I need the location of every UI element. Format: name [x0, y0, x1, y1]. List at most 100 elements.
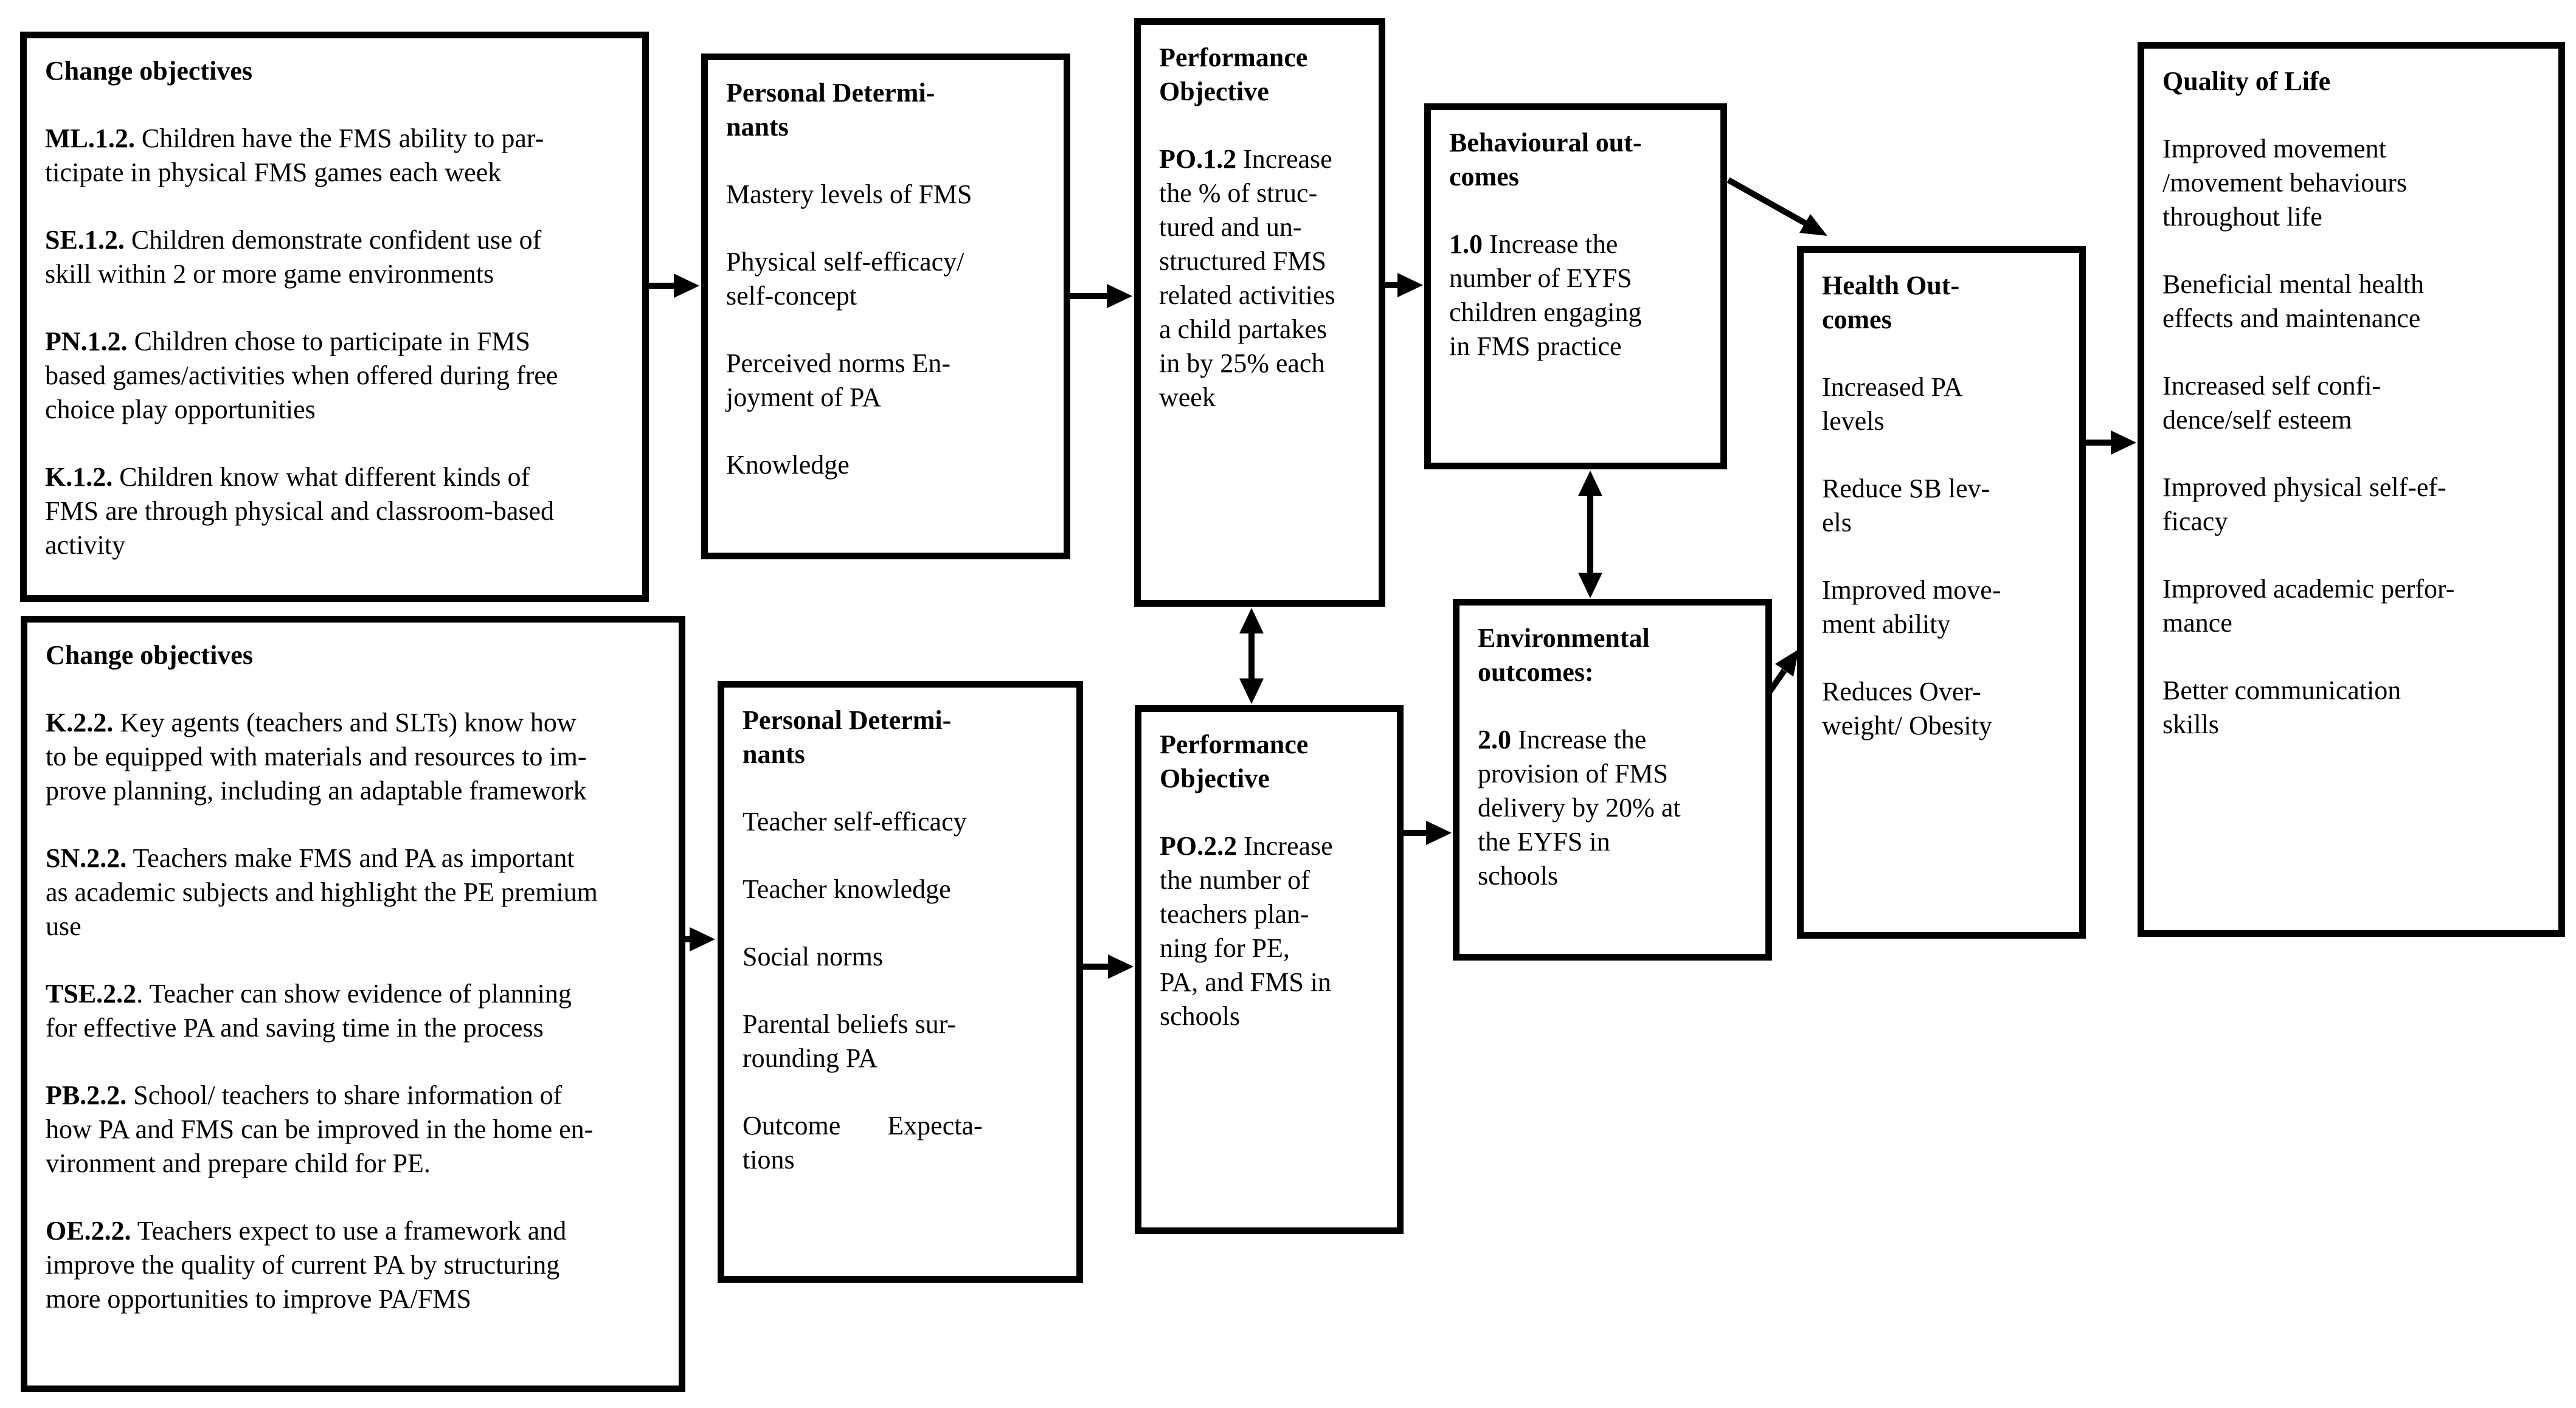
objective-text: School/ teachers to share information of…: [46, 1080, 594, 1178]
personal-determinants-teachers-box: Personal Determi- nants Teacher self-eff…: [718, 681, 1083, 1283]
objective-text: Increase the number of teachers plan- ni…: [1160, 831, 1333, 1031]
arrow-health-outcomes-to-quality-of-life: [2086, 430, 2136, 455]
behavioural-outcomes-box: Behavioural out- comes 1.0 Increase the …: [1424, 103, 1727, 469]
quality-of-life-item: Better communication skills: [2162, 675, 2401, 739]
box-title: Personal Determi- nants: [743, 705, 952, 769]
arrowhead-diagonal-icon: [1799, 214, 1827, 236]
health-outcome-item: Reduces Over- weight/ Obesity: [1822, 677, 1992, 740]
quality-of-life-item: Beneficial mental health effects and mai…: [2162, 269, 2425, 333]
outcome-body: 1.0 Increase the number of EYFS children…: [1449, 227, 1702, 364]
arrowhead-right-icon: [2111, 430, 2136, 455]
arrowhead-right-icon: [1107, 284, 1132, 308]
arrowhead-up-icon: [1239, 608, 1264, 633]
box-title: Performance Objective: [1160, 730, 1309, 793]
quality-of-life-box: Quality of Life Improved movement /movem…: [2138, 42, 2565, 937]
determinant-item: Social norms: [743, 942, 883, 971]
determinant-item: Perceived norms En- joyment of PA: [726, 348, 950, 412]
quality-of-life-item: Improved movement /movement behaviours t…: [2162, 134, 2408, 232]
objective-code: K.1.2.: [45, 462, 113, 492]
double-arrow-performance-objectives-1-2: [1239, 608, 1264, 704]
arrowhead-right-icon: [690, 927, 715, 951]
determinant-item: Physical self-efficacy/ self-concept: [726, 247, 964, 311]
objective-code: ML.1.2.: [45, 123, 135, 153]
objective-text: Children know what different kinds of FM…: [45, 462, 555, 560]
objective-code: PB.2.2.: [46, 1080, 127, 1110]
arrow-personal-determinants-2-to-performance-objective-2: [1083, 954, 1134, 979]
health-outcome-item: Reduce SB lev- els: [1822, 474, 1990, 537]
performance-objective-po12-box: Performance Objective PO.1.2 Increase th…: [1134, 18, 1385, 607]
objective-code: PN.1.2.: [45, 326, 128, 356]
objective-body: PO.2.2 Increase the number of teachers p…: [1160, 829, 1379, 1034]
outcome-body: 2.0 Increase the provision of FMS delive…: [1478, 723, 1747, 893]
quality-of-life-item: Improved academic perfor- mance: [2162, 574, 2455, 638]
outcome-code: 1.0: [1449, 229, 1483, 259]
objective-text: Key agents (teachers and SLTs) know how …: [46, 708, 587, 806]
box-title: Environmental outcomes:: [1478, 623, 1650, 687]
change-objectives-teachers-box: Change objectives K.2.2. Key agents (tea…: [21, 616, 685, 1392]
box-title: Change objectives: [46, 640, 253, 670]
arrowhead-right-icon: [1108, 954, 1134, 979]
objective-item: SN.2.2. Teachers make FMS and PA as impo…: [46, 841, 660, 944]
arrow-personal-determinants-1-to-performance-objective-1: [1070, 284, 1132, 308]
arrowhead-right-icon: [1397, 273, 1423, 297]
objective-text: Children chose to participate in FMS bas…: [45, 326, 558, 424]
determinant-item: Teacher knowledge: [743, 874, 951, 904]
objective-code: PO.2.2: [1160, 831, 1238, 861]
objective-code: PO.1.2: [1159, 144, 1237, 174]
quality-of-life-item: Improved physical self-ef- ficacy: [2162, 472, 2446, 536]
objective-text: Teachers make FMS and PA as important as…: [46, 843, 598, 941]
arrow-behavioural-outcomes-to-health-outcomes: [1726, 177, 1827, 236]
personal-determinants-children-box: Personal Determi- nants Mastery levels o…: [701, 53, 1070, 559]
objective-code: OE.2.2.: [46, 1216, 131, 1246]
objective-text: Children have the FMS ability to par- ti…: [45, 123, 544, 187]
performance-objective-po22-box: Performance Objective PO.2.2 Increase th…: [1135, 705, 1404, 1234]
determinant-item: Knowledge: [726, 450, 850, 480]
objective-code: K.2.2.: [46, 708, 114, 737]
arrowhead-right-icon: [674, 274, 699, 298]
objective-text: . Teacher can show evidence of planning …: [46, 979, 572, 1043]
arrow-change-objectives-1-to-personal-determinants-1: [649, 274, 699, 298]
box-title: Health Out- comes: [1822, 271, 1960, 334]
environmental-outcomes-box: Environmental outcomes: 2.0 Increase the…: [1453, 599, 1772, 961]
change-objectives-children-box: Change objectives ML.1.2. Children have …: [20, 32, 649, 602]
arrowhead-diagonal-icon: [1775, 649, 1799, 677]
objective-text: Increase the % of struc- tured and un- s…: [1159, 144, 1335, 412]
outcome-text: Increase the number of EYFS children eng…: [1449, 229, 1642, 361]
objective-item: PB.2.2. School/ teachers to share inform…: [46, 1078, 660, 1181]
double-arrow-behavioural-environmental: [1578, 471, 1602, 598]
objective-code: SE.1.2.: [45, 225, 125, 255]
box-title: Behavioural out- comes: [1449, 128, 1642, 192]
objective-item: TSE.2.2. Teacher can show evidence of pl…: [46, 977, 660, 1045]
objective-text: Children demonstrate confident use of sk…: [45, 225, 542, 289]
objective-code: TSE.2.2: [46, 979, 137, 1009]
determinant-item: Mastery levels of FMS: [726, 179, 972, 209]
arrow-performance-objective-2-to-environmental-outcomes: [1404, 821, 1452, 845]
arrow-shaft: [1726, 177, 1809, 227]
determinant-item: Parental beliefs sur- rounding PA: [743, 1009, 956, 1073]
health-outcomes-box: Health Out- comes Increased PA levels Re…: [1797, 246, 2086, 939]
objective-item: PN.1.2. Children chose to participate in…: [45, 325, 624, 427]
determinant-item: Outcome Expecta- tions: [743, 1111, 983, 1175]
determinant-item: Teacher self-efficacy: [743, 807, 967, 837]
objective-item: K.2.2. Key agents (teachers and SLTs) kn…: [46, 706, 660, 808]
quality-of-life-item: Increased self confi- dence/self esteem: [2162, 371, 2381, 435]
arrow-performance-objective-1-to-behavioural-outcomes: [1385, 273, 1423, 297]
arrowhead-down-icon: [1239, 678, 1264, 704]
box-title: Quality of Life: [2162, 66, 2331, 96]
outcome-code: 2.0: [1478, 725, 1511, 754]
objective-item: OE.2.2. Teachers expect to use a framewo…: [46, 1214, 660, 1316]
objective-code: SN.2.2.: [46, 843, 127, 873]
arrowhead-up-icon: [1578, 471, 1602, 496]
objective-item: ML.1.2. Children have the FMS ability to…: [45, 122, 624, 190]
health-outcome-item: Increased PA levels: [1822, 372, 1963, 436]
arrow-change-objectives-2-to-personal-determinants-2: [682, 927, 715, 951]
box-title: Change objectives: [45, 56, 252, 86]
outcome-text: Increase the provision of FMS delivery b…: [1478, 725, 1681, 891]
arrowhead-right-icon: [1426, 821, 1452, 845]
objective-item: K.1.2. Children know what different kind…: [45, 460, 624, 562]
arrowhead-down-icon: [1578, 573, 1602, 598]
box-title: Personal Determi- nants: [726, 78, 935, 142]
box-title: Performance Objective: [1159, 43, 1308, 106]
